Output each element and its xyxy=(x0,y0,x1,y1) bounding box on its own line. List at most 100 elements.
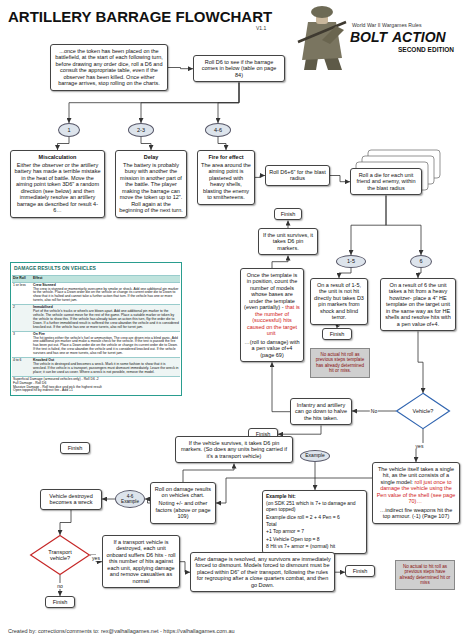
finish-box: Finish xyxy=(60,442,90,454)
finish-box: Finish xyxy=(322,328,352,340)
flow-connector xyxy=(58,137,70,150)
footer-credit: Created by: corrections/comments to: rex… xyxy=(8,628,235,634)
node-text: After damage is resolved, any survivors … xyxy=(194,556,331,588)
finish-box: Finish xyxy=(45,596,75,608)
process-box: Fire for effectThe area around the aimin… xyxy=(197,150,255,205)
node-text: Roll on damage results on vehicles chart… xyxy=(154,486,212,499)
node-text: Finish xyxy=(325,331,349,337)
table-footer: Superficial Damage (armoured vehicles on… xyxy=(12,376,180,395)
table-row: 1 or lessCrew StunnedThe crew is stunned… xyxy=(12,282,180,305)
node-text: Delay xyxy=(119,154,183,160)
node-text: Vehicle? xyxy=(413,408,434,414)
branch-oval: 4-6Example xyxy=(115,490,145,508)
flow-connector xyxy=(288,221,289,229)
node-text: 8 Hit vs 7+ armor = (normal) hit xyxy=(266,544,363,550)
node-text: +1 Top armor = 7 xyxy=(266,529,363,535)
flow-connector xyxy=(335,572,345,573)
process-box: If a transport vehicle is destroyed, eac… xyxy=(102,535,180,588)
soldier-leg xyxy=(324,58,342,70)
process-box: Roll a die for each unit friend and enem… xyxy=(350,168,422,195)
table-header-row: Die RollEffect xyxy=(12,275,180,282)
node-text: Finish xyxy=(277,211,299,217)
node-text: Transport vehicle? xyxy=(43,549,77,562)
flow-connector xyxy=(330,176,350,182)
diamond-shape xyxy=(31,535,90,574)
node-text: The battery is probably busy with anothe… xyxy=(119,162,183,214)
flow-connector xyxy=(90,555,102,562)
die-roll-cell: 3 xyxy=(12,332,32,357)
flow-connector xyxy=(255,176,265,178)
process-box: If the unit survives, it takes D6 pin ma… xyxy=(258,228,318,255)
process-box: Example hit:(on SDK 251 which is 7+ to d… xyxy=(262,490,367,554)
node-text: Roll D6+6" for the blast radius xyxy=(269,169,326,182)
flow-connector xyxy=(183,464,234,483)
process-box: DelayThe battery is probably busy with a… xyxy=(115,150,187,218)
branch-oval: 6 xyxy=(410,255,432,268)
node-text: Example xyxy=(121,499,139,504)
node-text: +1 Vehicle Open top = 8 xyxy=(266,537,363,543)
effect-text: The crew is stunned or momentarily overc… xyxy=(33,288,179,304)
logo-edition: SECOND EDITION xyxy=(398,46,454,53)
edge-label: yes xyxy=(415,443,425,449)
process-box: MiscalculationEither the observer or the… xyxy=(10,150,105,218)
die-roll-cell: 1 or less xyxy=(12,283,32,305)
table-row: 4 to 6Knocked OutThe vehicle is destroye… xyxy=(12,357,180,376)
flow-connector xyxy=(351,196,386,256)
node-text: Roll D6 to see if the barrage comes in b… xyxy=(197,59,281,78)
effect-text: The vehicle is destroyed and becomes a w… xyxy=(33,363,179,375)
flow-connector xyxy=(315,462,316,490)
node-text: Infantry and artillery can go down to ha… xyxy=(294,402,348,421)
node-text: …(roll to damage) with a pen value of+4 … xyxy=(244,339,300,358)
logo-word: BOLT xyxy=(350,29,387,45)
effect-cell: On FireThe hit ignites either the vehicl… xyxy=(32,332,180,357)
branch-oval: 1 xyxy=(58,123,80,137)
branch-oval: 4-6 xyxy=(205,123,231,137)
effect-cell: Knocked OutThe vehicle is destroyed and … xyxy=(32,358,180,376)
decision-diamond: Transport vehicle? xyxy=(30,535,90,575)
process-box: Roll on damage results on vehicles chart… xyxy=(150,482,216,524)
node-text: Noting +/- and other factors (above or p… xyxy=(154,500,212,519)
finish-box: Finish xyxy=(345,565,375,577)
branch-oval: 1-5 xyxy=(336,255,366,268)
node-text: Roll a die for each unit friend and enem… xyxy=(354,172,418,191)
node-text: Finish xyxy=(63,445,87,451)
node-text: Example dice roll = 2 + 4 Pen = 6 xyxy=(266,515,363,521)
process-box: Roll D6 to see if the barrage comes in b… xyxy=(193,55,285,82)
paragraph: The vehicle itself takes a single hit, a… xyxy=(376,466,456,520)
column-header: Effect xyxy=(32,276,180,282)
node-text: If the unit survives, it takes D6 pin ma… xyxy=(262,232,314,251)
flow-connector xyxy=(272,256,288,269)
edge-label: No xyxy=(370,408,378,414)
node-text: Total xyxy=(266,522,363,528)
node-text: 4-6 xyxy=(214,127,222,133)
version-label: V1.1 xyxy=(256,25,266,31)
footer-note: Open topped hit by indirect fire - Add +… xyxy=(13,389,179,393)
node-text: Example hit: xyxy=(266,494,363,500)
edge-label: no xyxy=(56,583,64,589)
effect-text: The hit ignites either the vehicle's fue… xyxy=(33,337,179,357)
note-box: No actual hit roll as previous steps tem… xyxy=(310,348,370,378)
flow-connector xyxy=(180,562,190,573)
effect-text: Part of the vehicle's tracks or wheels a… xyxy=(33,310,179,330)
flow-connector xyxy=(218,83,239,124)
node-text: No actual hit roll as previous steps tem… xyxy=(314,352,366,374)
flow-connector xyxy=(102,499,115,500)
edge-label: yes xyxy=(91,555,101,561)
process-box: ...once the token has been placed on the… xyxy=(50,44,168,91)
flow-connector xyxy=(418,268,421,278)
process-box: Once the template is in position, count … xyxy=(240,268,304,362)
flowchart-title: ARTILLERY BARRAGE FLOWCHART xyxy=(8,8,272,25)
diamond-shape xyxy=(397,393,450,428)
branch-oval: Example xyxy=(300,450,330,462)
column-header: Die Roll xyxy=(12,276,32,282)
node-text: 2-3 xyxy=(137,127,145,133)
node-text: The area around the aiming point is plas… xyxy=(201,162,251,201)
flow-connector xyxy=(278,426,321,435)
die-roll-cell: 4 to 6 xyxy=(12,358,32,376)
paragraph: Once the template is in position, count … xyxy=(244,272,300,358)
node-text: 1 xyxy=(67,127,70,133)
table-row: 2ImmobilisedPart of the vehicle's tracks… xyxy=(12,304,180,330)
node-text: Fire for effect xyxy=(201,154,251,160)
node-text: 1-5 xyxy=(347,258,355,264)
